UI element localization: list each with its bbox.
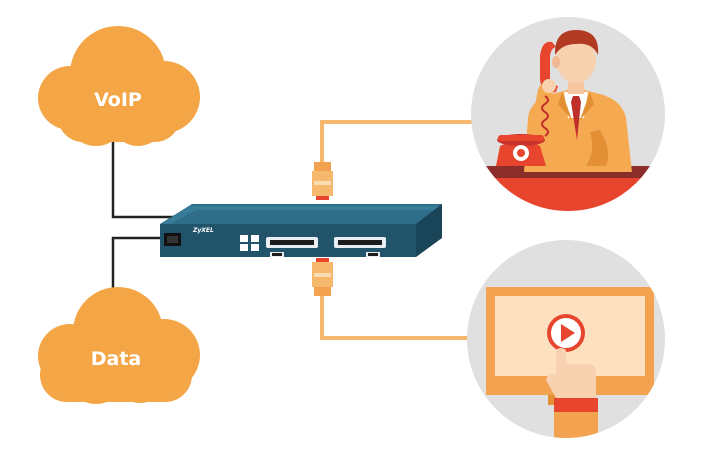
data-cable (111, 236, 160, 302)
status-leds (240, 235, 259, 251)
video-cable (320, 292, 485, 340)
telco-port-1 (266, 237, 318, 257)
device-side-panel (416, 204, 442, 257)
person-on-telephone-icon (471, 17, 665, 211)
telco-port-2 (334, 237, 386, 257)
data-cloud: Data (38, 287, 200, 404)
voip-cloud-shape (38, 26, 200, 146)
voip-cloud-label: VoIP (94, 89, 142, 111)
voip-cloud: VoIP (38, 26, 200, 146)
brand-logo: ZyXEL (192, 227, 214, 234)
data-cloud-label: Data (91, 348, 142, 370)
data-cloud-shape (38, 287, 200, 404)
phone-cable (320, 120, 485, 170)
connector-bottom (312, 258, 333, 296)
black-cables (111, 142, 178, 302)
video-play-screen-icon (467, 240, 665, 438)
connector-top (312, 162, 333, 200)
ethernet-port (164, 233, 181, 246)
orange-cables (312, 120, 485, 340)
voip-cable (111, 142, 178, 219)
desk-phone (496, 134, 546, 166)
network-device: ZyXEL (160, 204, 442, 257)
